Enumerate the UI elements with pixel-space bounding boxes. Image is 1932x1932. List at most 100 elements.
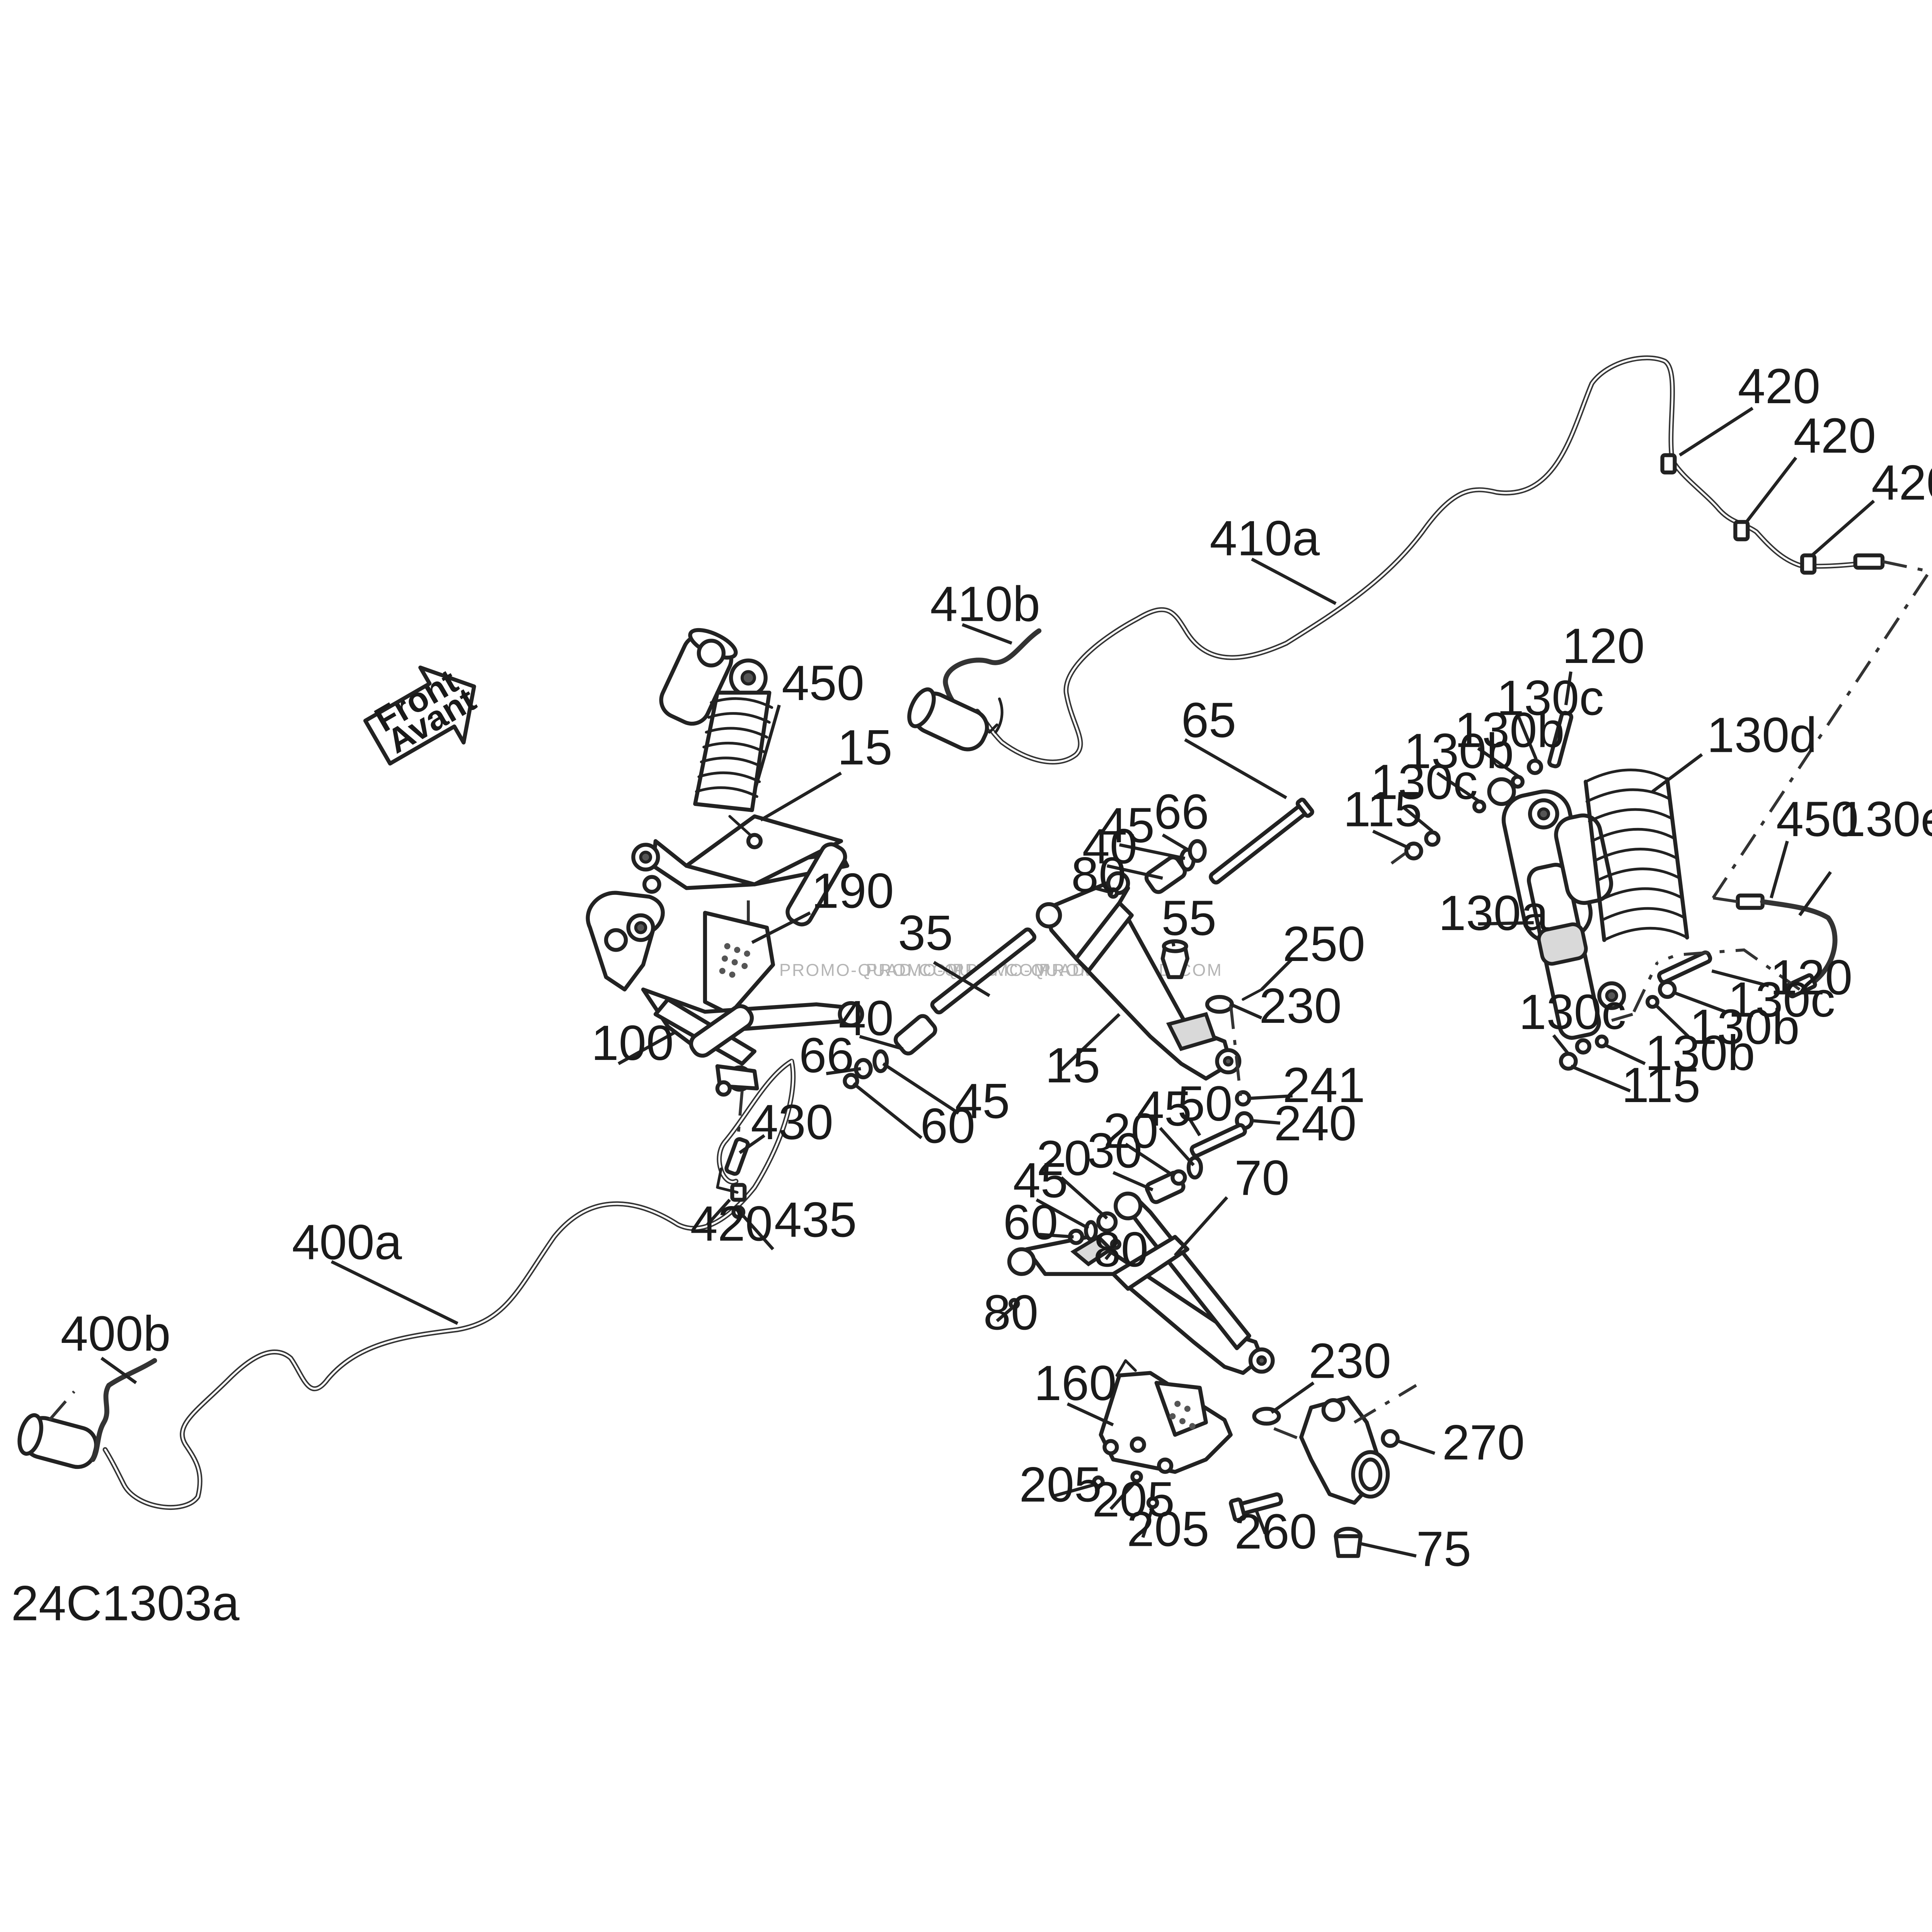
washer-icon <box>1084 1220 1098 1242</box>
nut-icon <box>1527 758 1544 775</box>
callout-40: 40 <box>1082 819 1137 874</box>
callout-420: 420 <box>1794 408 1876 463</box>
callout-120: 120 <box>1770 950 1853 1005</box>
callout-130b: 130b <box>1690 1000 1800 1055</box>
brake-hose-400b <box>17 1358 157 1469</box>
callout-130d: 130d <box>1707 707 1817 763</box>
nut-icon <box>1381 1429 1400 1448</box>
callout-30: 30 <box>1087 1123 1142 1179</box>
callout-410b: 410b <box>930 576 1040 632</box>
callout-100: 100 <box>591 1015 674 1071</box>
callout-60: 60 <box>920 1099 975 1154</box>
callout-230: 230 <box>1259 978 1342 1034</box>
lower-a-arm-70 <box>1007 1191 1275 1375</box>
bushing-20-icon <box>1096 1211 1118 1233</box>
washer-icon <box>1511 775 1525 789</box>
brake-fitting-410a <box>1853 553 1885 570</box>
callout-400a: 400a <box>292 1215 402 1270</box>
callout-420: 420 <box>1871 455 1932 511</box>
callout-410a: 410a <box>1210 511 1320 566</box>
callout-75: 75 <box>1416 1521 1471 1577</box>
spring-130d <box>1583 768 1689 942</box>
callout-400b: 400b <box>61 1306 171 1361</box>
callout-130b: 130b <box>1645 1026 1755 1081</box>
drawing-reference: 24C1303a <box>11 1576 240 1631</box>
pivot-bolt-65 <box>1209 797 1314 885</box>
callout-420: 420 <box>690 1196 773 1251</box>
bolt-120-top <box>1547 710 1573 768</box>
washer-icon <box>872 1049 889 1073</box>
brake-line-400a <box>102 1058 796 1510</box>
bolt-head-icon <box>1092 1475 1105 1488</box>
callout-15: 15 <box>1045 1038 1100 1093</box>
callout-45: 45 <box>1137 1081 1192 1136</box>
clip-icon <box>1800 553 1817 575</box>
callout-55: 55 <box>1162 891 1216 946</box>
callout-130a: 130a <box>1438 886 1549 941</box>
nut-icon <box>1424 830 1441 847</box>
retaining-ring-icon <box>1205 995 1234 1014</box>
callout-65: 65 <box>1181 693 1236 748</box>
callout-70: 70 <box>1234 1150 1289 1206</box>
bushing-20-icon <box>1170 1169 1187 1186</box>
callout-45: 45 <box>1013 1153 1068 1208</box>
brake-hose-410b <box>907 628 1042 751</box>
callout-40: 40 <box>838 991 893 1046</box>
callout-190: 190 <box>811 864 894 919</box>
nut-icon <box>1404 842 1423 860</box>
callout-130e-130f: 130e, 130f <box>1838 792 1932 847</box>
watermark: PROMO-QUAD.COM <box>779 961 963 980</box>
callout-130b: 130b <box>1404 724 1514 779</box>
callout-270: 270 <box>1442 1415 1525 1470</box>
bolt-head-icon <box>1130 1470 1143 1483</box>
ball-joint-75 <box>1334 1527 1363 1558</box>
nut-icon <box>1658 980 1677 999</box>
callout-260: 260 <box>1234 1504 1317 1559</box>
callout-420: 420 <box>1738 359 1821 414</box>
callout-241: 241 <box>1283 1058 1365 1113</box>
callout-15: 15 <box>837 720 892 775</box>
clip-icon <box>1733 520 1750 542</box>
callout-130c: 130c <box>1370 755 1478 810</box>
brake-hose-450 <box>1736 893 1838 998</box>
left-lower-arm-assembly <box>586 891 864 1176</box>
callout-205: 205 <box>1019 1457 1102 1512</box>
callout-205: 205 <box>1092 1472 1175 1527</box>
callout-130b: 130b <box>1455 703 1565 758</box>
callout-66: 66 <box>799 1028 854 1083</box>
skid-plate-160 <box>1099 1359 1233 1474</box>
callout-50: 50 <box>1177 1076 1232 1131</box>
callout-205: 205 <box>1127 1502 1210 1557</box>
callout-35: 35 <box>898 905 953 961</box>
brake-line-410a <box>975 355 1885 765</box>
leader-lines <box>100 407 1875 1558</box>
callout-80: 80 <box>1071 847 1126 903</box>
callout-450: 450 <box>1776 792 1859 847</box>
left-shock-assembly <box>631 628 849 943</box>
callout-450: 450 <box>782 656 864 711</box>
callout-20: 20 <box>1036 1131 1091 1186</box>
callout-240: 240 <box>1274 1096 1357 1151</box>
callout-115: 115 <box>1622 1058 1700 1113</box>
pivot-bolt-50 <box>1189 1123 1247 1158</box>
washer-icon <box>1188 839 1207 863</box>
steering-knuckle <box>1252 1384 1417 1505</box>
callout-45: 45 <box>955 1074 1010 1129</box>
callout-60: 60 <box>1003 1195 1058 1250</box>
callout-435: 435 <box>774 1193 857 1248</box>
front-direction-arrow: Front Avant <box>363 661 482 766</box>
tube-35 <box>930 927 1036 1015</box>
callout-80: 80 <box>983 1285 1038 1341</box>
callout-230: 230 <box>1308 1334 1391 1389</box>
callout-120: 120 <box>1562 618 1645 674</box>
callout-130c: 130c <box>1497 670 1604 726</box>
callout-250: 250 <box>1283 917 1365 972</box>
clip-icon <box>1660 453 1677 475</box>
ball-joint-55 <box>1160 939 1189 979</box>
nut-icon <box>1575 1038 1591 1055</box>
callout-66: 66 <box>1154 784 1209 840</box>
callout-20: 20 <box>1103 1103 1158 1159</box>
callout-80: 80 <box>1094 1222 1148 1278</box>
callout-labels: 420 420 420 410a 410b 450 15 190 100 65 … <box>61 359 1932 1577</box>
